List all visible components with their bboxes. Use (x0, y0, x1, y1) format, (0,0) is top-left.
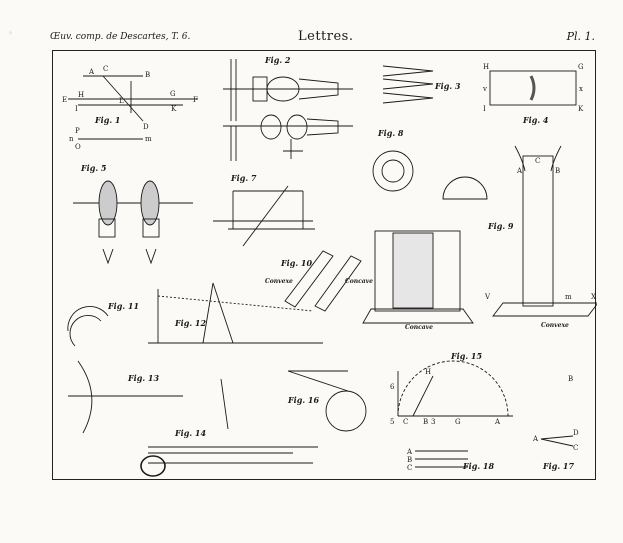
f15-title: Fig. 15 (450, 351, 482, 361)
figure-13: Fig. 13 (68, 360, 183, 434)
figure-4: H G I K v x Fig. 4 (482, 63, 584, 125)
figure-12: Fig. 12 (148, 282, 323, 344)
f12-title: Fig. 12 (174, 318, 206, 328)
f15-label-B: B (423, 418, 428, 426)
f1-label-m: m (145, 135, 152, 143)
f1-label-G: G (170, 90, 176, 98)
f9-label-X: X (591, 293, 596, 301)
figure-2: Fig. 2 (223, 55, 353, 161)
f15-label-G: G (455, 418, 461, 426)
f9-label-B: B (555, 167, 560, 175)
figure-18: A B C Fig. 18 (406, 448, 494, 472)
figure-11: Fig. 11 (67, 301, 139, 347)
f1-label-L: L (119, 97, 124, 105)
plate-drawings: A C B E I L G F H K D P n O m Fig. 1 Fig… (62, 55, 597, 477)
f16-title: Fig. 16 (287, 395, 319, 405)
f1-label-F: F (193, 96, 198, 104)
f17-title: Fig. 17 (542, 461, 574, 471)
f1-label-A: A (88, 68, 95, 76)
section-title: Lettres. (298, 29, 354, 44)
figure-17: B A D C Fig. 17 (532, 375, 579, 471)
f1-label-C: C (103, 65, 108, 73)
f15-label-3: 3 (431, 418, 435, 426)
f17-label-A: A (532, 435, 539, 443)
f18-label-A: A (406, 448, 413, 456)
plate-number: Pl. 1. (566, 30, 595, 43)
figure-9: Fig. 9 A C B V X m Concave Convexe (362, 145, 597, 331)
f4-label-I: I (483, 105, 486, 113)
bottom-rulers (140, 446, 318, 477)
figure-5: Fig. 5 (73, 163, 193, 265)
f1-label-D: D (143, 123, 149, 131)
f1-title: Fig. 1 (94, 115, 120, 125)
f4-label-H: H (483, 63, 489, 71)
f1-label-B: B (145, 71, 150, 79)
figure-8: Fig. 8 (372, 128, 488, 200)
f10-title: Fig. 10 (280, 258, 312, 268)
f1-label-H: H (78, 91, 84, 99)
f1-label-K: K (171, 105, 177, 113)
figure-16: Fig. 16 (287, 370, 367, 432)
figure-1: A C B E I L G F H K D P n O m Fig. 1 (62, 65, 198, 151)
f1-label-I: I (75, 105, 78, 113)
f11-title: Fig. 11 (107, 301, 139, 311)
f15-label-A: A (494, 418, 501, 426)
volume-title: Œuv. comp. de Descartes, T. 6. (50, 32, 191, 42)
f1-label-E: E (62, 96, 67, 104)
f9-label-V: V (484, 293, 491, 301)
f18-label-B: B (407, 456, 412, 464)
figure-14: Fig. 14 (174, 378, 229, 438)
f18-label-C: C (407, 464, 412, 472)
f17-label-B: B (568, 375, 573, 383)
f1-label-n: n (69, 135, 74, 143)
f9-label-C: C (535, 157, 540, 165)
f3-title: Fig. 3 (434, 81, 461, 91)
f1-label-P: P (75, 127, 80, 135)
f8-title: Fig. 8 (377, 128, 404, 138)
f4-label-x: x (579, 85, 583, 93)
f9-label-m: m (565, 293, 572, 301)
f15-label-H: H (425, 368, 431, 376)
figure-3: Fig. 3 (382, 65, 461, 104)
concave-caption: Concave (405, 324, 433, 331)
f17-label-C: C (573, 444, 578, 452)
f14-title: Fig. 14 (174, 428, 206, 438)
engraving-plate: A C B E I L G F H K D P n O m Fig. 1 Fig… (52, 50, 597, 480)
f4-label-G: G (578, 63, 584, 71)
convexe-caption: Convexe (541, 322, 569, 329)
f4-label-K: K (578, 105, 584, 113)
f15-label-5: 5 (390, 418, 394, 426)
convexe-tube-label: Convexe (265, 278, 293, 285)
page-header: Œuv. comp. de Descartes, T. 6. Lettres. … (50, 29, 595, 46)
f15-label-C: C (403, 418, 408, 426)
f5-title: Fig. 5 (80, 163, 107, 173)
f2-title: Fig. 2 (264, 55, 291, 65)
f9-title: Fig. 9 (487, 221, 514, 231)
margin-speck: ⁘ (8, 30, 14, 37)
f9-label-A: A (516, 167, 523, 175)
f4-title: Fig. 4 (522, 115, 549, 125)
f4-label-v: v (482, 85, 487, 93)
f17-label-D: D (573, 429, 579, 437)
figure-15: Fig. 15 H 6 5 C B 3 G A (390, 351, 513, 426)
f13-title: Fig. 13 (127, 373, 159, 383)
figure-10: Fig. 10 Convexe Concave (265, 250, 373, 312)
f7-title: Fig. 7 (230, 173, 257, 183)
figure-7: Fig. 7 (213, 173, 315, 247)
f1-label-O: O (75, 143, 81, 151)
f18-title: Fig. 18 (462, 461, 494, 471)
f15-label-6: 6 (390, 383, 395, 391)
concave-tube-label: Concave (345, 278, 373, 285)
